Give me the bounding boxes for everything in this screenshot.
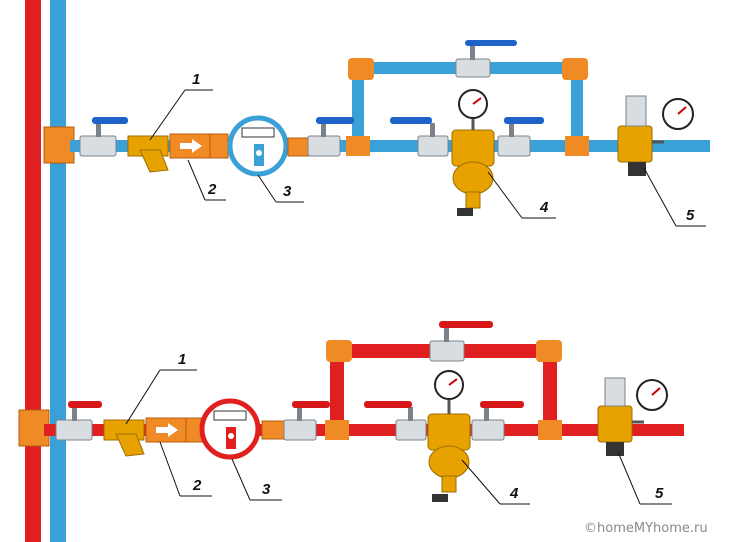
strainer-icon [127, 135, 169, 173]
filter-icon [451, 118, 495, 216]
ball-valve-icon[interactable] [471, 401, 524, 441]
manometer-icon [662, 98, 694, 130]
svg-text:3: 3 [283, 183, 292, 200]
cold-riser [50, 0, 66, 542]
cold-elbow-right [562, 58, 588, 80]
hot-elbow-right [536, 340, 562, 362]
svg-text:3: 3 [262, 481, 271, 498]
callout-4: 4 [487, 171, 556, 219]
cold-bypass-right [571, 68, 583, 148]
hot-water-assembly: 1 2 3 4 5 [18, 321, 684, 505]
hot-tee-left [325, 420, 349, 440]
water-meter-icon [227, 115, 311, 177]
pressure-reducer-icon [597, 377, 644, 456]
ball-valve-icon[interactable] [55, 401, 102, 441]
pressure-reducer-icon [617, 95, 664, 176]
callout-2: 2 [187, 159, 226, 201]
svg-text:5: 5 [655, 485, 664, 502]
water-meter-icon [199, 398, 285, 460]
check-valve-icon [169, 133, 229, 159]
callout-4: 4 [461, 459, 530, 505]
svg-text:2: 2 [207, 181, 217, 198]
check-valve-icon [145, 417, 205, 443]
ball-valve-icon[interactable] [390, 117, 449, 157]
watermark: ©homeMYhome.ru [584, 521, 708, 536]
svg-text:2: 2 [192, 477, 202, 494]
callout-3: 3 [231, 458, 282, 501]
filter-icon [427, 400, 471, 502]
callout-5: 5 [643, 167, 706, 227]
callout-1: 1 [149, 71, 213, 141]
svg-text:1: 1 [178, 351, 186, 368]
ball-valve-icon[interactable] [283, 401, 330, 441]
ball-valve-icon[interactable] [307, 117, 354, 157]
cold-tee-left [346, 136, 370, 156]
callout-2: 2 [159, 441, 212, 497]
hot-tee-right [538, 420, 562, 440]
manometer-icon [434, 370, 464, 400]
svg-text:1: 1 [192, 71, 200, 88]
cold-elbow-left [348, 58, 374, 80]
manometer-icon [458, 89, 488, 119]
ball-valve-icon[interactable] [79, 117, 128, 157]
hot-elbow-left [326, 340, 352, 362]
manometer-icon [636, 379, 668, 411]
ball-valve-icon[interactable] [429, 321, 493, 362]
cold-water-assembly: 1 2 3 4 5 [43, 40, 710, 227]
callout-5: 5 [617, 451, 672, 505]
svg-text:5: 5 [686, 207, 695, 224]
ball-valve-icon[interactable] [364, 401, 427, 441]
callout-1: 1 [125, 351, 197, 425]
cold-tee-right [565, 136, 589, 156]
callout-3: 3 [257, 174, 304, 203]
ball-valve-icon[interactable] [455, 40, 517, 78]
svg-text:4: 4 [539, 199, 549, 216]
hot-bypass-left [330, 350, 344, 430]
hot-bypass-right [543, 350, 557, 430]
cold-tee [43, 126, 75, 164]
ball-valve-icon[interactable] [497, 117, 544, 157]
strainer-icon [103, 419, 145, 457]
cold-bypass-left [352, 68, 364, 148]
svg-text:4: 4 [509, 485, 519, 502]
hot-riser [25, 0, 41, 542]
